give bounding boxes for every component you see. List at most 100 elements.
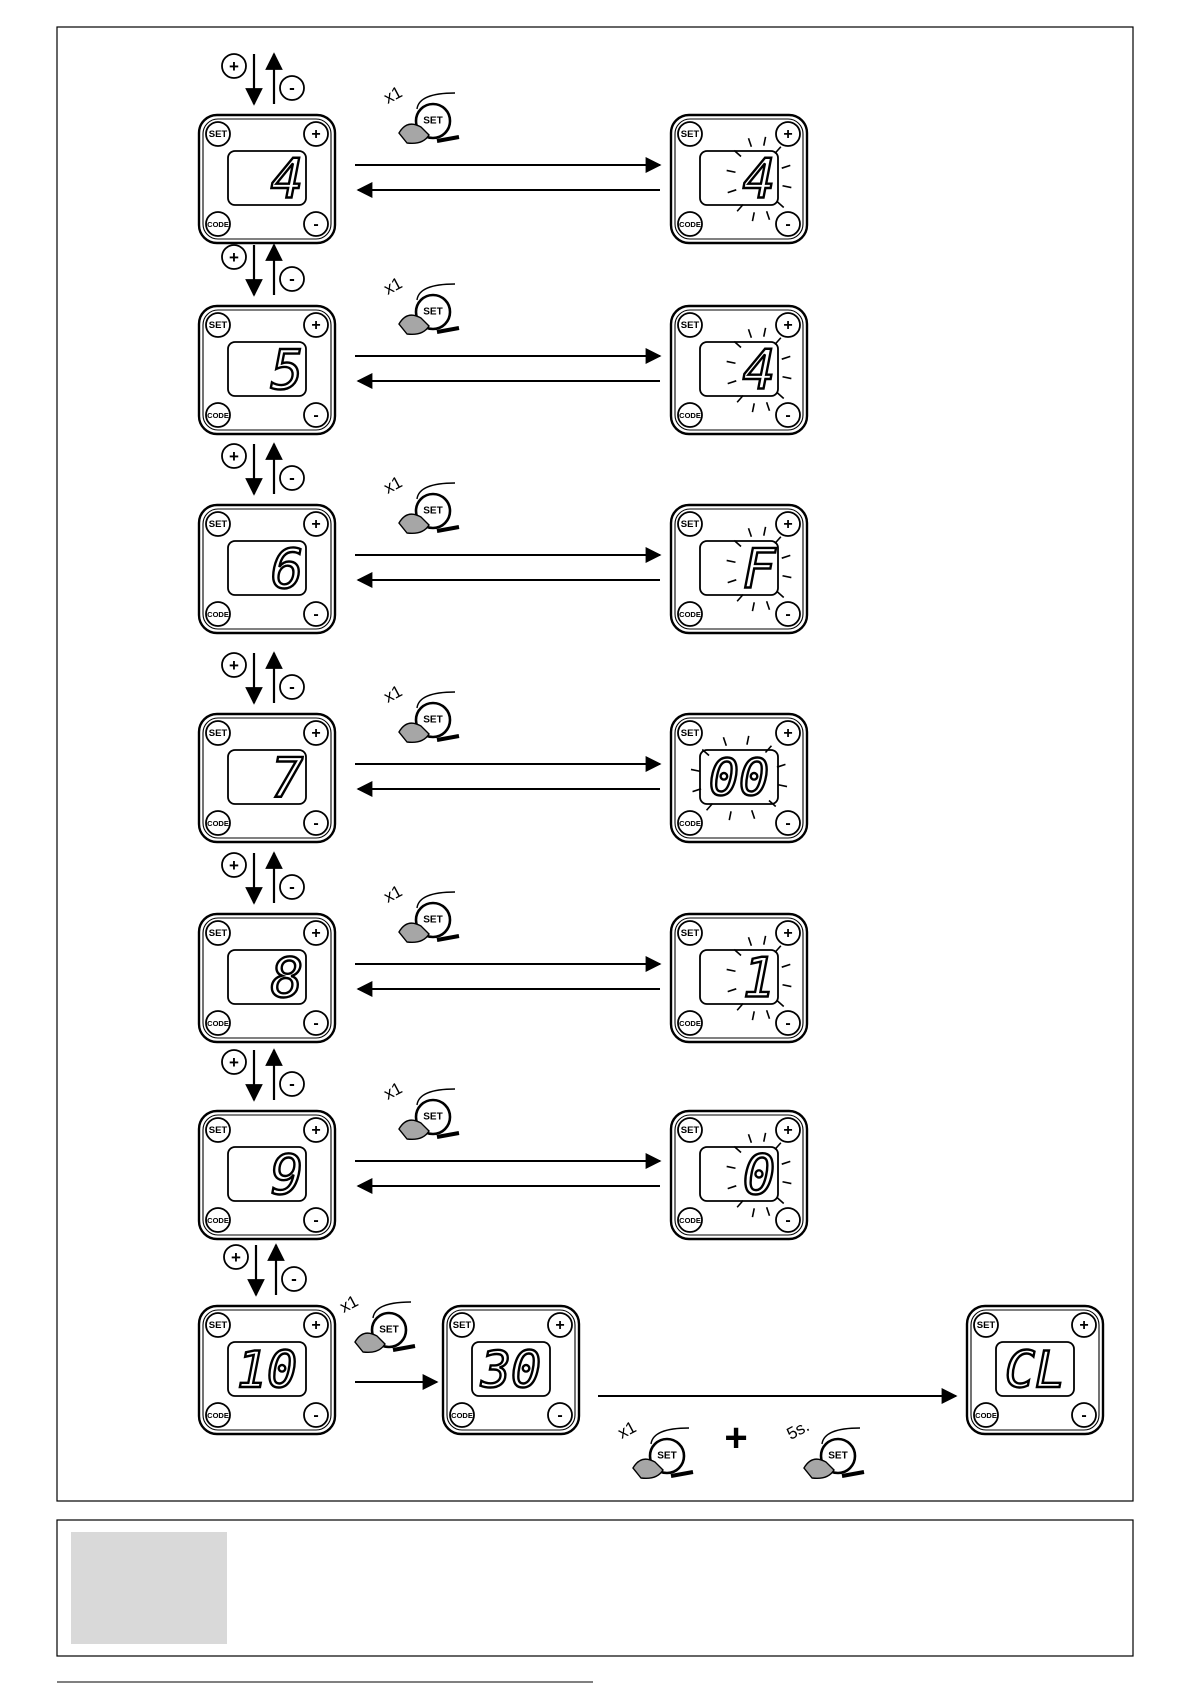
keypad-inner-border xyxy=(202,717,332,839)
final-middle-keypad: SET+CODE-30 xyxy=(441,1304,581,1436)
minus-icon xyxy=(279,1071,305,1097)
set-button[interactable]: SET xyxy=(677,312,703,338)
set-button[interactable]: SET xyxy=(205,1117,231,1143)
minus-button[interactable]: - xyxy=(775,810,801,836)
code-button[interactable]: CODE xyxy=(205,211,231,237)
minus-icon-label: - xyxy=(289,270,295,289)
plus-button[interactable]: + xyxy=(775,920,801,946)
plus-button[interactable]: + xyxy=(775,1117,801,1143)
plus-button[interactable]: + xyxy=(303,720,329,746)
minus-button-label: - xyxy=(557,1407,562,1424)
code-button[interactable]: CODE xyxy=(677,1207,703,1233)
set-button[interactable]: SET xyxy=(677,720,703,746)
step-6-start-keypad: SET+CODE-9 xyxy=(197,1109,337,1241)
code-button[interactable]: CODE xyxy=(205,810,231,836)
press-count-label: x1 xyxy=(381,273,406,298)
minus-icon xyxy=(279,874,305,900)
display-value: 7 xyxy=(271,747,304,810)
minus-button[interactable]: - xyxy=(547,1402,573,1428)
code-button[interactable]: CODE xyxy=(205,1010,231,1036)
plus-icon-label: + xyxy=(229,248,239,267)
display-window xyxy=(227,749,307,805)
minus-button[interactable]: - xyxy=(1071,1402,1097,1428)
code-button[interactable]: CODE xyxy=(677,402,703,428)
display-value: 10 xyxy=(237,1341,297,1399)
blink-rays xyxy=(726,1132,792,1218)
set-button[interactable]: SET xyxy=(677,1117,703,1143)
plus-button[interactable]: + xyxy=(303,920,329,946)
plus-button[interactable]: + xyxy=(303,1312,329,1338)
plus-button[interactable]: + xyxy=(775,720,801,746)
set-button[interactable]: SET xyxy=(205,920,231,946)
minus-button[interactable]: - xyxy=(775,1010,801,1036)
minus-button[interactable]: - xyxy=(303,601,329,627)
set-button-icon-label: SET xyxy=(379,1325,398,1336)
minus-button[interactable]: - xyxy=(775,601,801,627)
minus-button[interactable]: - xyxy=(303,402,329,428)
code-button[interactable]: CODE xyxy=(449,1402,475,1428)
plus-button-label: + xyxy=(555,1317,564,1334)
minus-icon xyxy=(279,75,305,101)
code-button[interactable]: CODE xyxy=(973,1402,999,1428)
code-button-label: CODE xyxy=(207,1216,229,1225)
blink-rays xyxy=(690,735,788,821)
set-button[interactable]: SET xyxy=(677,511,703,537)
minus-button[interactable]: - xyxy=(775,211,801,237)
set-button[interactable]: SET xyxy=(205,121,231,147)
set-button-icon xyxy=(414,901,452,939)
plus-button[interactable]: + xyxy=(775,511,801,537)
plus-button[interactable]: + xyxy=(303,312,329,338)
minus-icon xyxy=(279,674,305,700)
plus-button[interactable]: + xyxy=(303,511,329,537)
minus-button[interactable]: - xyxy=(303,1207,329,1233)
set-button[interactable]: SET xyxy=(205,1312,231,1338)
minus-button[interactable]: - xyxy=(775,1207,801,1233)
code-button[interactable]: CODE xyxy=(205,1402,231,1428)
blink-rays xyxy=(726,327,792,413)
plus-button-label: + xyxy=(783,725,792,742)
code-button-label: CODE xyxy=(207,1411,229,1420)
code-button[interactable]: CODE xyxy=(205,601,231,627)
minus-button[interactable]: - xyxy=(303,1402,329,1428)
code-button[interactable]: CODE xyxy=(205,1207,231,1233)
plus-button[interactable]: + xyxy=(547,1312,573,1338)
plus-button[interactable]: + xyxy=(775,121,801,147)
set-button-icon-label: SET xyxy=(423,1112,442,1123)
plus-button-label: + xyxy=(783,317,792,334)
minus-button[interactable]: - xyxy=(303,810,329,836)
plus-button-label: + xyxy=(311,725,320,742)
combine-plus-sign: + xyxy=(724,1416,747,1460)
set-button[interactable]: SET xyxy=(205,511,231,537)
minus-icon-label: - xyxy=(289,678,295,697)
minus-button[interactable]: - xyxy=(303,211,329,237)
plus-button[interactable]: + xyxy=(775,312,801,338)
plus-button[interactable]: + xyxy=(303,1117,329,1143)
set-button[interactable]: SET xyxy=(205,312,231,338)
set-button[interactable]: SET xyxy=(205,720,231,746)
set-button-icon xyxy=(819,1437,857,1475)
step-4-result-keypad: SET+CODE-00 xyxy=(669,712,809,844)
code-button-label: CODE xyxy=(679,1019,701,1028)
set-button[interactable]: SET xyxy=(677,121,703,147)
minus-button[interactable]: - xyxy=(303,1010,329,1036)
code-button[interactable]: CODE xyxy=(677,1010,703,1036)
plus-button[interactable]: + xyxy=(1071,1312,1097,1338)
step-2-start-keypad: SET+CODE-5 xyxy=(197,304,337,436)
set-button[interactable]: SET xyxy=(973,1312,999,1338)
plus-button[interactable]: + xyxy=(303,121,329,147)
plus-icon xyxy=(221,443,247,469)
minus-button[interactable]: - xyxy=(775,402,801,428)
keypad-inner-border xyxy=(674,309,804,431)
set-button-icon-label: SET xyxy=(423,715,442,726)
set-button[interactable]: SET xyxy=(449,1312,475,1338)
code-button[interactable]: CODE xyxy=(677,810,703,836)
code-button[interactable]: CODE xyxy=(677,601,703,627)
set-button[interactable]: SET xyxy=(677,920,703,946)
press-count-label: 5s. xyxy=(784,1416,813,1443)
code-button[interactable]: CODE xyxy=(677,211,703,237)
code-button[interactable]: CODE xyxy=(205,402,231,428)
set-button-label: SET xyxy=(453,1320,472,1331)
set-button-icon xyxy=(414,293,452,331)
